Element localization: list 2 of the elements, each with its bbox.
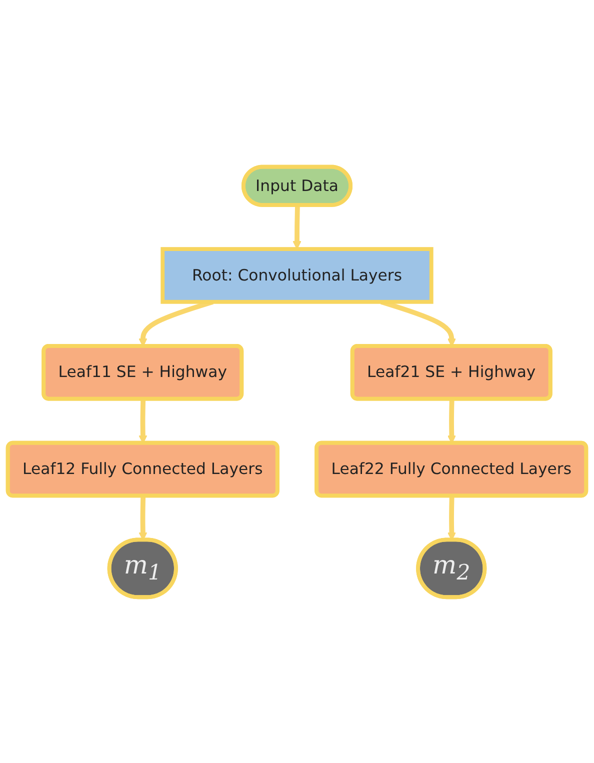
node-box: Root: Convolutional Layers	[160, 246, 434, 304]
arrow	[292, 204, 302, 249]
